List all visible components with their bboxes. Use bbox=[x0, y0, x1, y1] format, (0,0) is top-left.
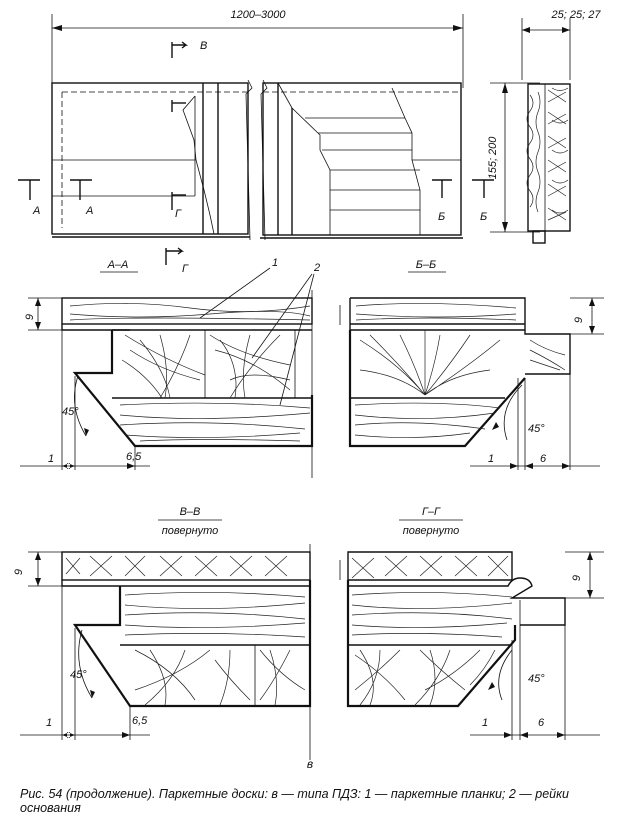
section-title-bb: Б–Б bbox=[416, 259, 436, 271]
section-gg: 9 45° 1 6 bbox=[346, 551, 604, 740]
dim-bottom-angle-left: 45° bbox=[70, 669, 87, 681]
section-mark-g-inner: Г bbox=[175, 208, 182, 220]
leader-label-2: 2 bbox=[313, 262, 320, 274]
section-subtitle-vv: повернуто bbox=[162, 525, 219, 537]
section-bb: 9 45° 1 6 bbox=[348, 297, 604, 470]
leader-label-1: 1 bbox=[272, 257, 278, 269]
section-mark-g-bottom: Г bbox=[182, 263, 189, 275]
dim-bottom-left-65: 6,5 bbox=[132, 715, 148, 727]
section-mark-a-outer: А bbox=[32, 205, 40, 217]
section-title-gg: Г–Г bbox=[422, 506, 441, 518]
dim-bottom-right-1: 1 bbox=[482, 717, 488, 729]
dim-bottom-angle-right: 45° bbox=[528, 673, 545, 685]
section-mark-a-inner: А bbox=[85, 205, 93, 217]
plan-view: 1200–3000 В bbox=[18, 9, 601, 275]
dim-bottom-left-1: 1 bbox=[46, 717, 52, 729]
dim-top-angle-left: 45° bbox=[62, 406, 79, 418]
dim-top-right-1: 1 bbox=[488, 453, 494, 465]
dim-top-right-6: 6 bbox=[540, 453, 547, 465]
dim-top-left-65: 6,5 bbox=[126, 451, 142, 463]
figure-letter: в bbox=[307, 757, 313, 771]
dim-top-left-9: 9 bbox=[24, 314, 36, 320]
dim-top-right-9: 9 bbox=[573, 317, 585, 323]
dim-bottom-right-9: 9 bbox=[571, 575, 583, 581]
section-aa: 9 45° 1 6,5 bbox=[20, 290, 341, 478]
section-vv: 9 45° 1 6,5 bbox=[13, 544, 341, 760]
section-mark-v-top: В bbox=[200, 40, 207, 52]
figure-caption: Рис. 54 (продолжение). Паркетные доски: … bbox=[20, 787, 569, 815]
section-subtitle-gg: повернуто bbox=[403, 525, 460, 537]
section-title-aa: А–А bbox=[107, 259, 129, 271]
section-title-vv: В–В bbox=[180, 506, 201, 518]
dim-top-left-1: 1 bbox=[48, 453, 54, 465]
dim-bottom-right-6: 6 bbox=[538, 717, 545, 729]
thickness-dimension: 25; 25; 27 bbox=[551, 9, 602, 21]
section-mark-b-outer: Б bbox=[480, 211, 487, 223]
width-dimension: 155; 200 bbox=[487, 136, 499, 180]
dim-top-angle-right: 45° bbox=[528, 423, 545, 435]
dim-bottom-left-9: 9 bbox=[13, 569, 25, 575]
length-dimension: 1200–3000 bbox=[230, 9, 286, 21]
section-mark-b-inner: Б bbox=[438, 211, 445, 223]
